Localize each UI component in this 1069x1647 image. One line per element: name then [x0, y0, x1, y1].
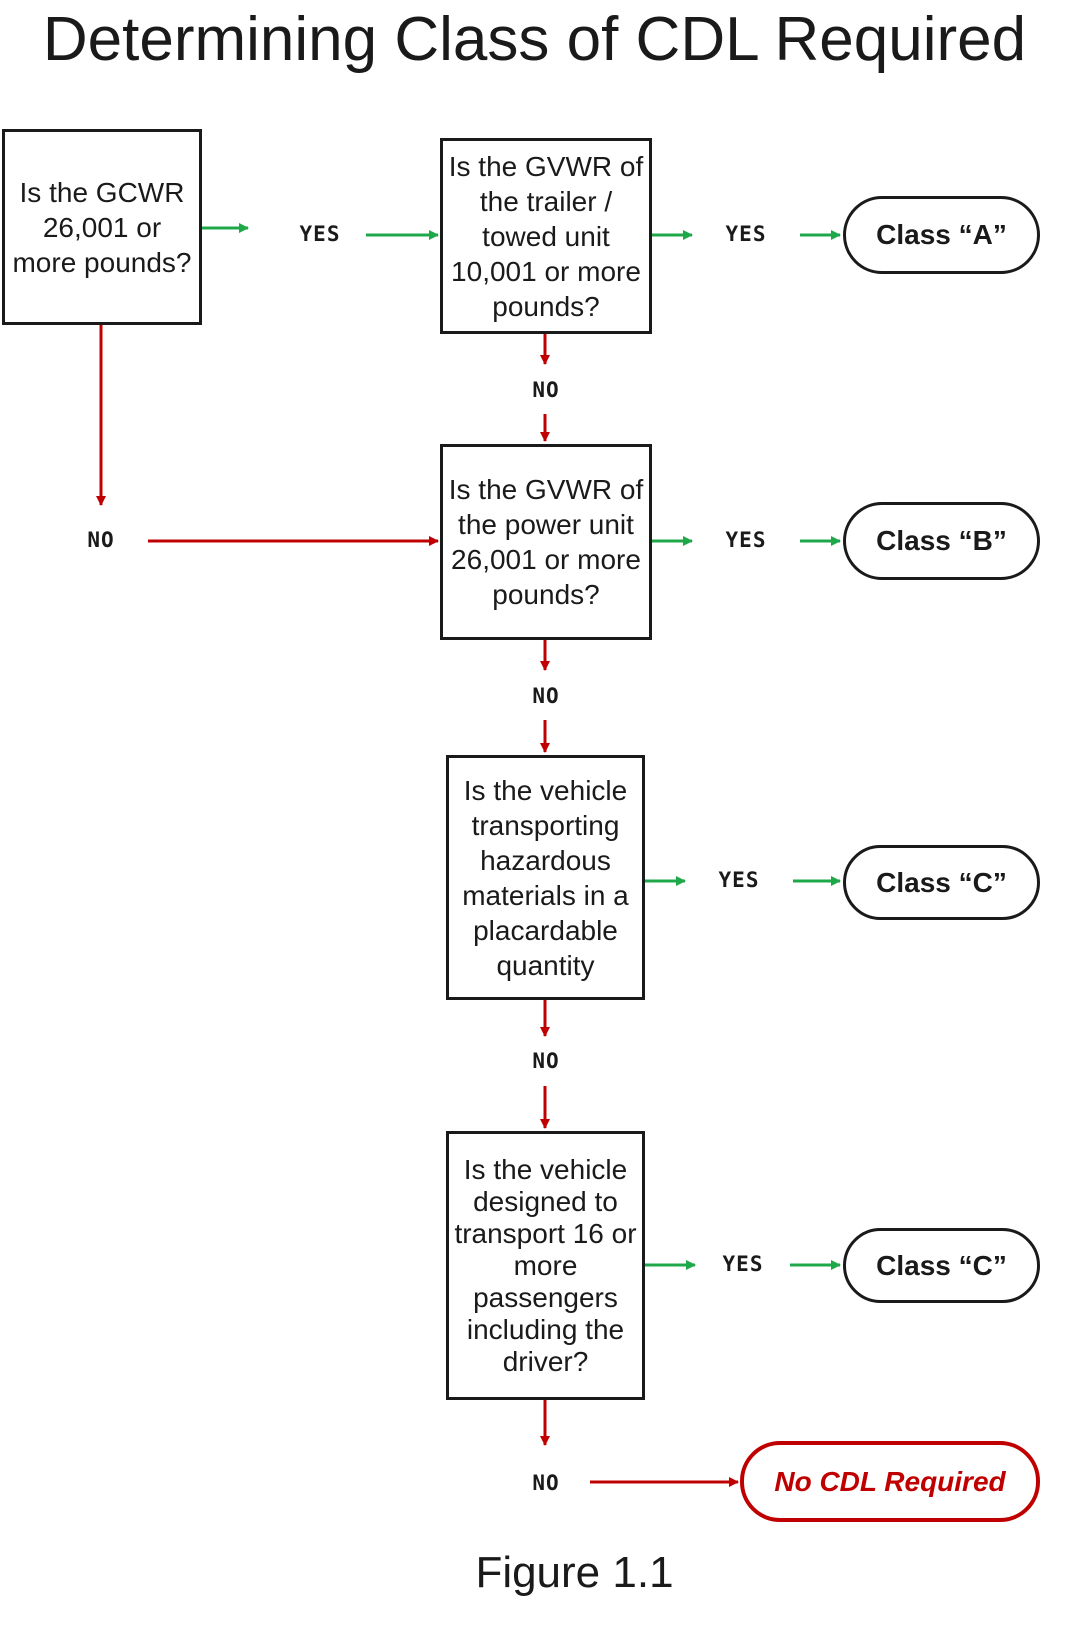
outcome-class-c-passengers: Class “C” [843, 1228, 1040, 1303]
yes-label-q1: YES [299, 222, 341, 246]
outcome-class-b-text: Class “B” [876, 525, 1007, 556]
no-label-q3: NO [532, 684, 560, 708]
question-hazmat: Is the vehicle transporting hazardous ma… [446, 755, 645, 1000]
question-gcwr: Is the GCWR 26,001 or more pounds? [2, 129, 202, 325]
outcome-class-c-passengers-text: Class “C” [876, 1249, 1007, 1281]
diagram-title: Determining Class of CDL Required [42, 5, 1027, 74]
question-trailer-gvwr: Is the GVWR of the trailer / towed unit … [440, 138, 652, 334]
yes-label-q3: YES [725, 528, 767, 552]
question-gcwr-text: Is the GCWR 26,001 or more pounds? [12, 176, 192, 278]
no-label-q1: NO [87, 528, 115, 552]
yes-label-q2: YES [725, 222, 767, 246]
outcome-class-c-hazmat-text: Class “C” [876, 866, 1007, 898]
no-label-q2: NO [532, 378, 560, 402]
outcome-class-a-text: Class “A” [876, 219, 1007, 250]
question-hazmat-text: Is the vehicle transporting hazardous ma… [462, 774, 629, 981]
question-passengers-text: Is the vehicle designed to transport 16 … [454, 1153, 637, 1377]
outcome-no-cdl-text: No CDL Required [774, 1465, 1006, 1497]
yes-label-q4: YES [718, 868, 760, 892]
outcome-no-cdl: No CDL Required [740, 1441, 1040, 1522]
no-label-q5: NO [532, 1471, 560, 1495]
outcome-class-b: Class “B” [843, 502, 1040, 580]
no-label-q4: NO [532, 1049, 560, 1073]
question-power-unit-gvwr: Is the GVWR of the power unit 26,001 or … [440, 444, 652, 640]
outcome-class-a: Class “A” [843, 196, 1040, 274]
question-power-unit-gvwr-text: Is the GVWR of the power unit 26,001 or … [448, 474, 644, 610]
outcome-class-c-hazmat: Class “C” [843, 845, 1040, 920]
figure-caption: Figure 1.1 [475, 1548, 674, 1597]
question-passengers: Is the vehicle designed to transport 16 … [446, 1131, 645, 1400]
question-trailer-gvwr-text: Is the GVWR of the trailer / towed unit … [448, 150, 644, 322]
yes-label-q5: YES [722, 1252, 764, 1276]
